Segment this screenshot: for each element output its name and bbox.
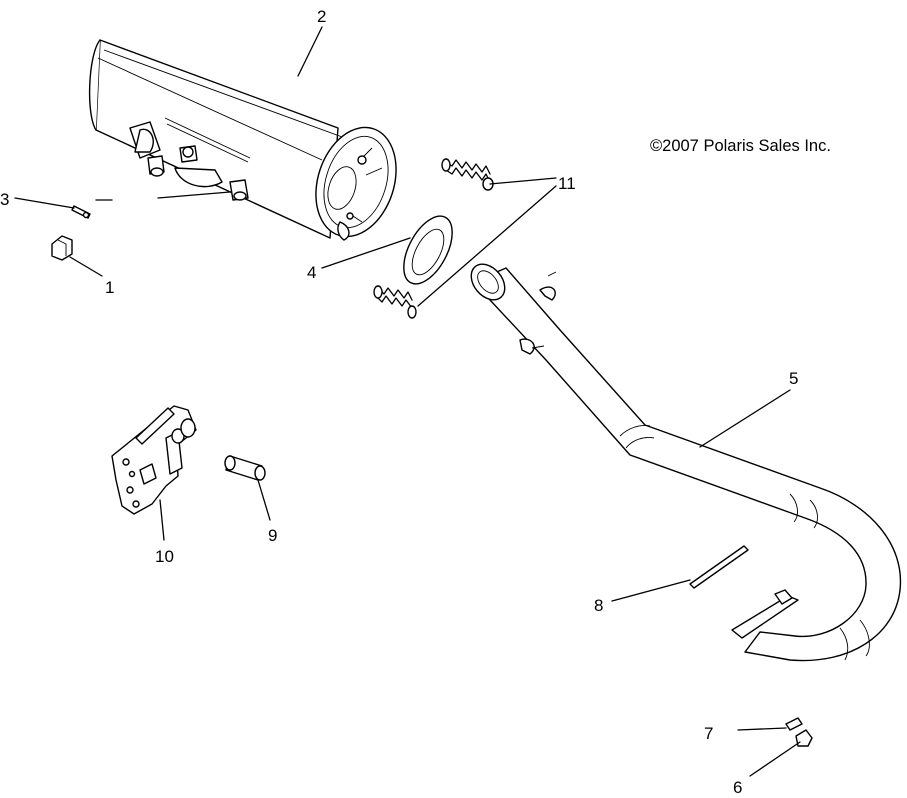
bolt-part: [785, 717, 803, 731]
callout-1: 1: [105, 278, 114, 297]
leader-line-4: [321, 237, 411, 269]
leader-line-bracket: [157, 191, 231, 199]
clip-part: [51, 235, 73, 261]
callout-9: 9: [268, 526, 277, 545]
callout-6: 6: [733, 778, 742, 793]
leader-line-8: [611, 579, 691, 602]
shield-strip-part: [689, 545, 749, 589]
callout-4: 4: [307, 263, 316, 282]
leader-line-1: [69, 256, 103, 277]
callout-11: 11: [558, 174, 576, 193]
mount-plate-part: [111, 405, 197, 515]
callout-2: 2: [317, 7, 326, 26]
spacer-part: [224, 455, 266, 481]
leader-line-2: [297, 26, 323, 77]
leader-line-9: [257, 479, 271, 521]
gasket-part: [403, 215, 453, 285]
muffler-part: [88, 39, 397, 241]
copyright-text: ©2007 Polaris Sales Inc.: [650, 137, 831, 155]
callout-3: 3: [0, 190, 9, 209]
callout-8: 8: [594, 596, 603, 615]
spring-lower-part: [373, 285, 417, 319]
callout-7: 7: [704, 724, 713, 743]
callout-5: 5: [789, 369, 798, 388]
head-pipe-part: [470, 263, 902, 662]
leader-line-7: [737, 727, 787, 731]
leader-line-6: [749, 741, 801, 777]
leader-line-3: [14, 197, 75, 209]
callout-10: 10: [155, 547, 174, 566]
leader-line-11a: [489, 177, 557, 185]
leader-line-11b: [417, 185, 557, 307]
leader-line-10: [159, 499, 165, 541]
pin-part: [71, 205, 91, 219]
spring-upper-part: [441, 158, 494, 191]
leader-line-5: [699, 389, 791, 448]
